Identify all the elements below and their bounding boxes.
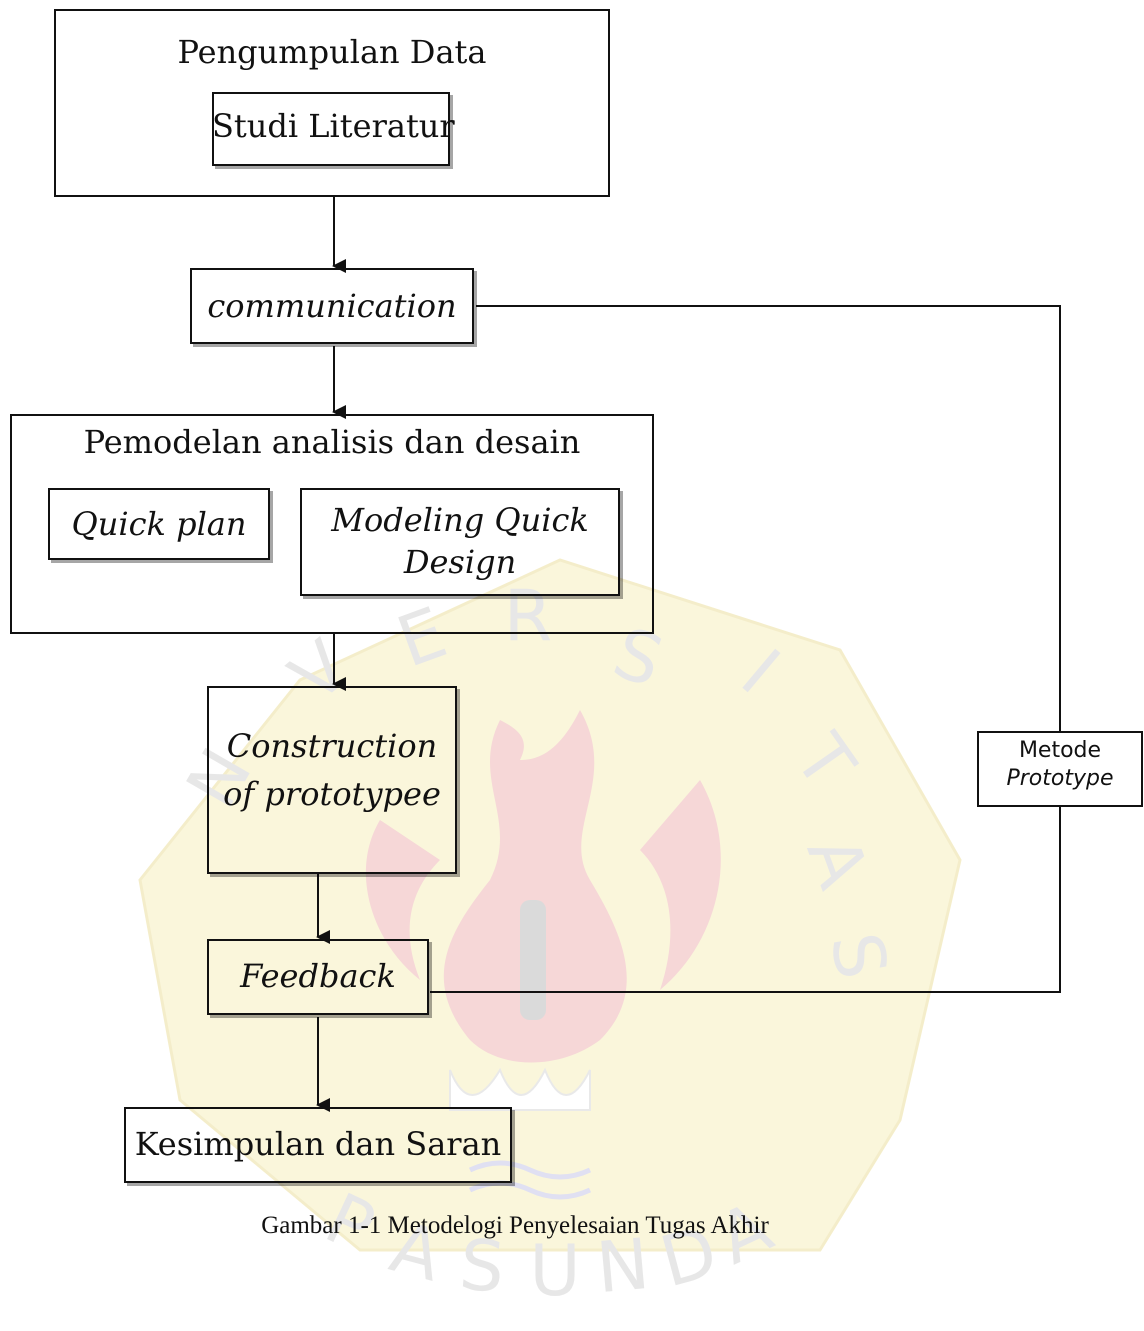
construction-box: [207, 686, 457, 874]
figure-caption: Gambar 1-1 Metodelogi Penyelesaian Tugas…: [261, 1212, 769, 1239]
kesimpulan-label: Kesimpulan dan Saran: [134, 1125, 502, 1163]
pengumpulan-data-box: [54, 9, 610, 197]
kesimpulan-box: [124, 1107, 512, 1183]
studi-literatur-label: Studi Literatur: [212, 107, 455, 145]
modeling-quick-design-box: [300, 488, 620, 596]
quick-plan-label: Quick plan: [71, 505, 247, 543]
pemodelan-box: [10, 414, 654, 634]
construction-line2: of prototypee: [223, 775, 441, 813]
communication-box: [190, 268, 474, 344]
studi-literatur-box: [212, 92, 450, 166]
pengumpulan-data-title: Pengumpulan Data: [177, 33, 487, 71]
metode-prototype-box: Metode Prototype: [977, 731, 1143, 807]
pemodelan-title: Pemodelan analisis dan desain: [83, 423, 581, 461]
loop-metode-to-feedback: [430, 807, 1061, 993]
metode-label: Metode: [1018, 738, 1102, 763]
feedback-label: Feedback: [240, 957, 396, 995]
quick-plan-box: [48, 488, 270, 560]
modeling-quick-design-line1: Modeling Quick: [331, 501, 589, 539]
loop-communication-to-metode: [476, 305, 1061, 731]
construction-line1: Construction: [226, 727, 438, 765]
modeling-quick-design-line2: Design: [403, 543, 517, 581]
prototype-label: Prototype: [1006, 765, 1114, 791]
communication-label: communication: [207, 287, 457, 325]
feedback-box: [207, 939, 429, 1015]
